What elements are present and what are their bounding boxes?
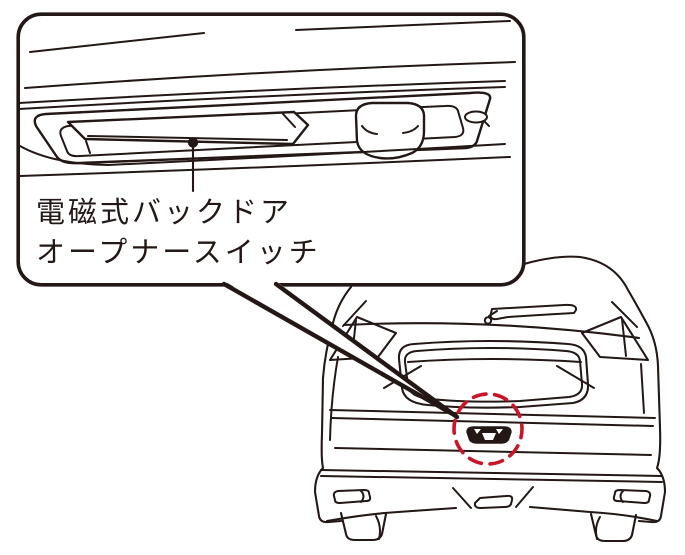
left-reflector [332,489,372,504]
highlight-dashed-circle [452,392,524,466]
lower-seam-2 [19,156,511,177]
pointer-dot [187,137,199,148]
switch-label-line2: オープナースイッチ [36,237,321,269]
lower-seam-1 [19,143,506,166]
bumper-center-slot [473,494,514,509]
inset-callout-box [16,12,526,287]
inset-panel-lines [18,20,516,110]
car-right-side [637,320,667,524]
tailgate-top-seam [342,322,641,340]
car-roof-line [522,255,648,324]
tailgate-seam-1 [329,409,656,419]
right-pillar-seam [611,301,638,328]
rear-wiper [483,303,578,325]
car-left-side [313,285,353,524]
tailgate-bottom-seam [334,447,652,456]
switch-label: 電磁式バックドア オープナースイッチ [36,193,321,273]
garnish-plate [33,91,492,165]
left-pillar-seam [342,300,367,327]
left-wheel [339,511,388,542]
keyhole-cover [464,110,490,127]
opener-switch [66,110,310,154]
keyhole-knob [354,101,426,160]
car-rear-view [313,255,667,543]
tailgate-seam-2 [331,417,654,427]
right-fender-crease [640,363,645,414]
tailgate-switch-marker [466,426,512,444]
left-fender-crease [329,356,339,441]
right-reflector [612,489,652,504]
right-wheel [589,512,638,543]
switch-label-line1: 電磁式バックドア [36,197,293,229]
callout-wedge [221,281,460,420]
rear-bumper [320,469,663,523]
